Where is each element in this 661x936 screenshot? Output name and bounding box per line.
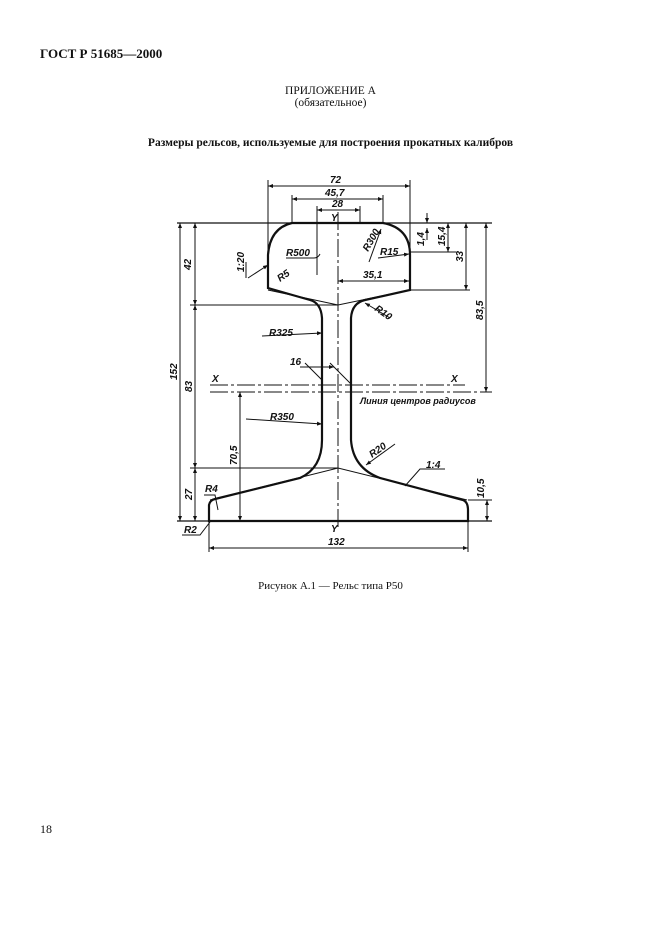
label-r2: R2 [184, 525, 197, 536]
label-r20: R20 [367, 441, 389, 461]
dim-83-5: 83,5 [475, 300, 486, 320]
section-title: Размеры рельсов, используемые для постро… [147, 137, 514, 149]
label-r10: R10 [372, 303, 394, 323]
axis-y-bottom: Y [331, 524, 339, 535]
dim-10-5: 10,5 [476, 478, 487, 498]
label-r500: R500 [286, 248, 310, 259]
standard-number: ГОСТ Р 51685—2000 [40, 46, 163, 61]
dim-70-5: 70,5 [229, 445, 240, 465]
label-r5: R5 [275, 268, 292, 285]
dim-15-4: 15,4 [437, 226, 448, 246]
dim-42: 42 [183, 258, 194, 271]
dim-152: 152 [169, 363, 180, 380]
dim-27: 27 [184, 488, 195, 501]
dim-132: 132 [328, 537, 345, 548]
dim-35-1: 35,1 [363, 270, 383, 281]
slope-head: 1:20 [236, 252, 247, 272]
dim-45-7: 45,7 [324, 188, 345, 199]
page-number: 18 [40, 822, 52, 836]
axis-x-left: X [211, 374, 220, 385]
appendix-status: (обязательное) [294, 97, 367, 109]
dim-72: 72 [330, 175, 342, 186]
label-r15: R15 [380, 247, 399, 258]
figure-caption: Рисунок А.1 — Рельс типа Р50 [258, 580, 403, 592]
slope-foot: 1:4 [426, 460, 441, 471]
centers-line-label: Линия центров радиусов [359, 396, 476, 406]
dim-33: 33 [455, 250, 466, 262]
label-r4: R4 [205, 484, 218, 495]
appendix-title: ПРИЛОЖЕНИЕ А [285, 85, 376, 97]
axis-x-right: X [450, 374, 459, 385]
dim-16: 16 [290, 357, 302, 368]
axis-y-top: Y [331, 213, 339, 224]
label-r325: R325 [269, 328, 293, 339]
dim-83: 83 [184, 380, 195, 392]
label-r350: R350 [270, 412, 294, 423]
appendix-heading: ПРИЛОЖЕНИЕ А (обязательное) [0, 85, 661, 109]
dim-28: 28 [331, 199, 344, 210]
dim-1-4: 1,4 [416, 232, 427, 246]
